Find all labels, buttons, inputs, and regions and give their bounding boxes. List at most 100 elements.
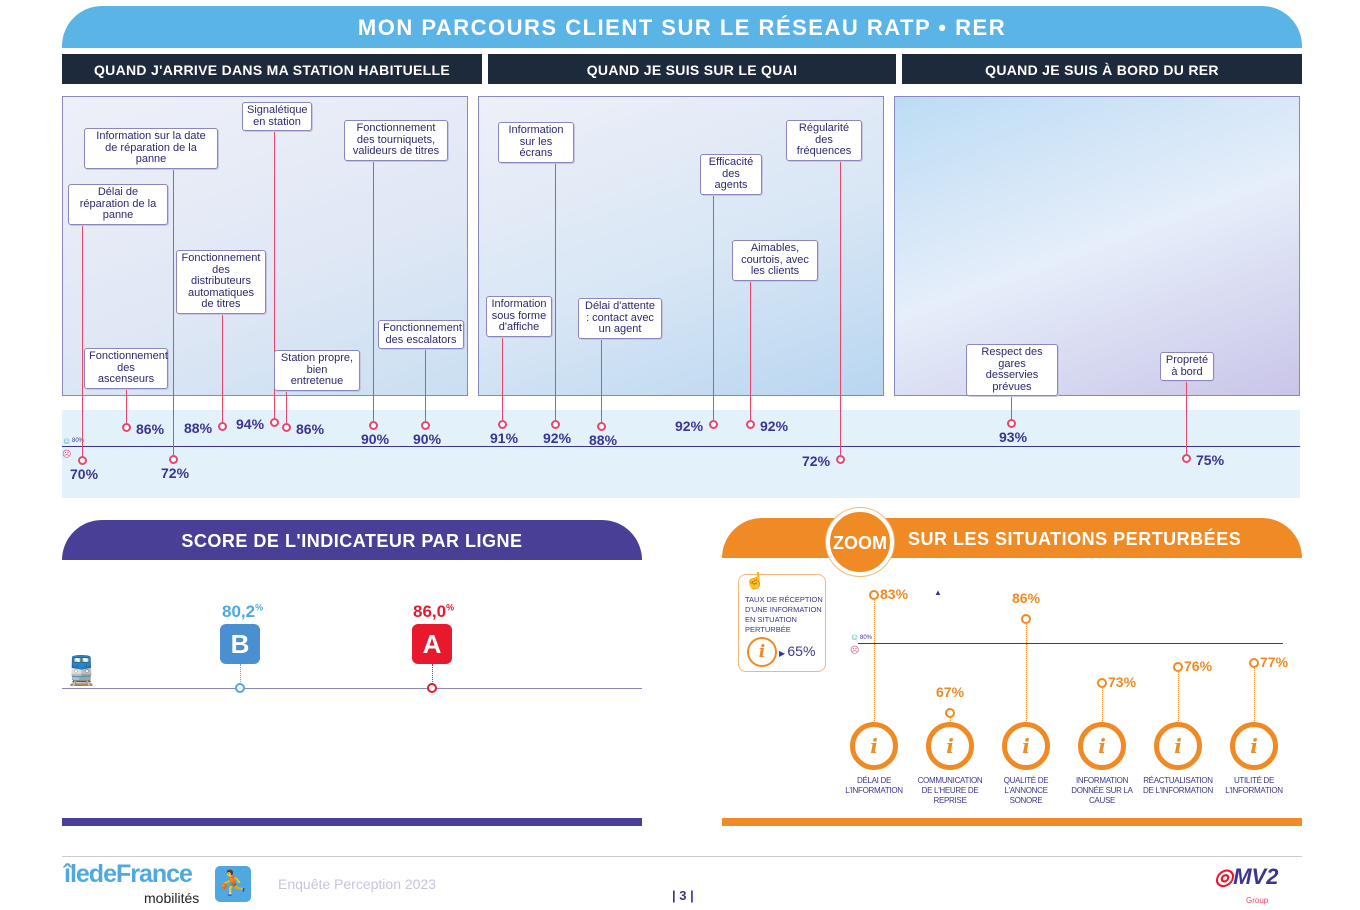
sad-face-icon: ☹ [850, 645, 860, 655]
callout-label: Régularité des fréquences [786, 120, 862, 161]
callout-label: Fonctionnement des ascenseurs [84, 348, 168, 389]
zoom-section: SUR LES SITUATIONS PERTURBÉES ZOOM ☝ TAU… [722, 508, 1302, 828]
survey-name: Enquête Perception 2023 [278, 876, 437, 892]
reception-label: TAUX DE RÉCEPTION D'UNE INFORMATION EN S… [745, 595, 823, 634]
mv2-logo-sub: Group [1246, 896, 1269, 905]
score-marker [551, 419, 560, 429]
score-marker [945, 708, 955, 718]
footer-divider [62, 856, 1302, 857]
score-marker [282, 423, 291, 433]
score-value: 76% [1184, 658, 1213, 674]
score-marker [78, 456, 87, 465]
zoom-section-bottom-bar [722, 818, 1302, 826]
info-icon: i [1154, 722, 1202, 770]
threshold-label: 80% [72, 438, 85, 444]
score-marker [1021, 614, 1031, 624]
score-value: 92% [675, 417, 704, 434]
score-marker [836, 455, 845, 465]
score-marker [169, 455, 178, 465]
callout-label: Délai d'attente : contact avec un agent [578, 298, 662, 339]
score-value: 86% [296, 421, 325, 438]
lines-section-title: SCORE DE L'INDICATEUR PAR LIGNE [62, 520, 642, 560]
up-triangle-icon: ▲ [934, 588, 942, 597]
reception-value: ▶ 65% [779, 643, 816, 659]
item-label: QUALITÉ DE L'ANNONCE SONORE [1003, 776, 1049, 805]
line-b-badge: B [220, 624, 260, 664]
callout-label: Information sur la date de réparation de… [84, 128, 218, 169]
pointing-hand-icon: ☝ [745, 573, 765, 590]
score-marker [597, 422, 606, 431]
info-icon: i [1230, 722, 1278, 770]
info-icon: i [747, 637, 777, 667]
connector-line [840, 150, 841, 460]
page-title: MON PARCOURS CLIENT SUR LE RÉSEAU RATP •… [62, 6, 1302, 48]
score-marker [369, 420, 378, 430]
connector-line [874, 600, 875, 733]
callout-label: Information sous forme d'affiche [486, 296, 552, 337]
lines-section: SCORE DE L'INDICATEUR PAR LIGNE 🚆 80,2% … [62, 520, 642, 828]
callout-label: Efficacité des agents [700, 154, 762, 195]
section-station: QUAND J'ARRIVE DANS MA STATION HABITUELL… [62, 54, 482, 84]
score-value: 72% [161, 465, 190, 482]
item-label: COMMUNICATION DE L'HEURE DE REPRISE [917, 776, 983, 805]
callout-label: Délai de réparation de la panne [68, 184, 168, 225]
score-value: 70% [70, 466, 99, 482]
line-b-unit: % [255, 602, 264, 613]
item-label: UTILITÉ DE L'INFORMATION [1225, 776, 1283, 795]
score-marker [498, 420, 507, 430]
page-number: | 3 | [672, 888, 694, 903]
item-label: RÉACTUALISATION DE L'INFORMATION [1143, 776, 1213, 795]
connector-line [713, 184, 714, 424]
idfm-logo-text: îledeFrance [64, 860, 193, 888]
section-bord: QUAND JE SUIS À BORD DU RER [902, 54, 1302, 84]
connector-line [1178, 672, 1179, 733]
line-a-dot [427, 683, 437, 693]
score-value: 90% [413, 430, 442, 447]
line-a-unit: % [446, 602, 455, 613]
score-value: 88% [184, 420, 213, 436]
line-a-badge: A [412, 624, 452, 664]
score-value: 93% [999, 429, 1028, 445]
score-marker [1182, 454, 1191, 463]
score-value: 72% [802, 453, 831, 470]
score-value: 92% [543, 429, 572, 446]
callout-label: Fonctionnement des tourniquets, valideur… [344, 120, 448, 161]
callout-label: Fonctionnement des escalators [378, 320, 464, 349]
score-value: 88% [589, 432, 618, 448]
callout-label: Fonctionnement des distributeurs automat… [176, 250, 266, 314]
zoom-threshold-label: 80% [860, 635, 873, 641]
score-marker [122, 423, 131, 433]
connector-line [1026, 624, 1027, 733]
reception-card: ☝ TAUX DE RÉCEPTION D'UNE INFORMATION EN… [738, 573, 826, 672]
score-value: 73% [1108, 674, 1137, 690]
connector-line [1102, 688, 1103, 733]
score-value: 91% [490, 430, 519, 447]
connector-line [274, 132, 275, 423]
line-b-connector [240, 664, 241, 688]
connector-line [1011, 374, 1012, 423]
score-value: 94% [236, 416, 265, 433]
score-value: 86% [1012, 590, 1041, 606]
connector-line [555, 152, 556, 424]
score-marker [869, 590, 879, 600]
line-b-score: 80,2 [222, 602, 256, 621]
score-value: 77% [1260, 654, 1289, 670]
reception-value-text: 65% [787, 643, 816, 659]
info-icon: i [926, 722, 974, 770]
connector-line [750, 270, 751, 424]
score-marker [709, 419, 718, 429]
score-value: 86% [136, 421, 165, 438]
connector-line [373, 150, 374, 425]
idfm-logo-sub: mobilités [144, 890, 200, 906]
score-marker [421, 420, 430, 430]
score-marker [270, 418, 279, 428]
line-b-dot [235, 683, 245, 693]
connector-line [425, 350, 426, 425]
connector-line [173, 158, 174, 460]
score-marker [218, 422, 227, 431]
score-value: 92% [760, 417, 789, 434]
line-axis [62, 688, 642, 689]
connector-line [82, 214, 83, 460]
info-icon: i [1078, 722, 1126, 770]
score-value: 75% [1196, 452, 1225, 468]
